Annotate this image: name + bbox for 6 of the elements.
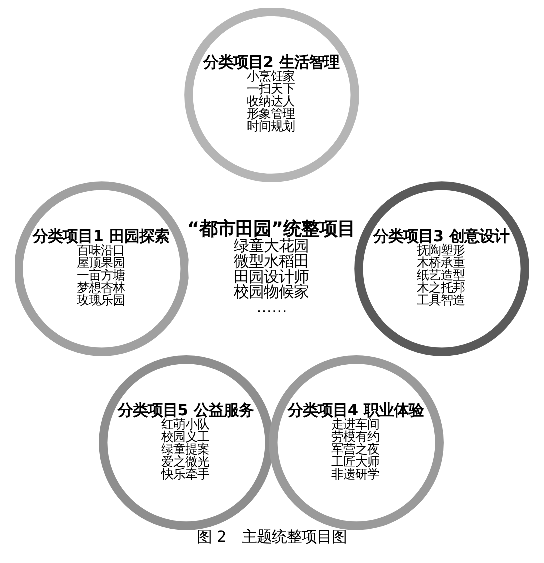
node-circle: 分类项目3 创意设计 抚陶塑形 木桥承重 纸艺造型 木之托邦 工具智造 [354,182,529,356]
node-circle: 分类项目4 职业体验 走进车间 劳模有约 军营之夜 工匠大师 非遗研学 [269,355,444,530]
node-circle: 分类项目2 生活智理 小烹饪家 一扫天下 收纳达人 形象管理 时间规划 [184,8,360,183]
caption: 图 2 主题统整项目图 [197,528,347,546]
node-text: “都市田园”统整项目 绿童大花园 微型水稻田 田园设计师 校园物候家 …… [187,219,356,317]
node-circle: 分类项目1 田园探索 百味沿口 屋顶果园 一亩方塘 梦想杏林 玫瑰乐园 [15,182,190,356]
